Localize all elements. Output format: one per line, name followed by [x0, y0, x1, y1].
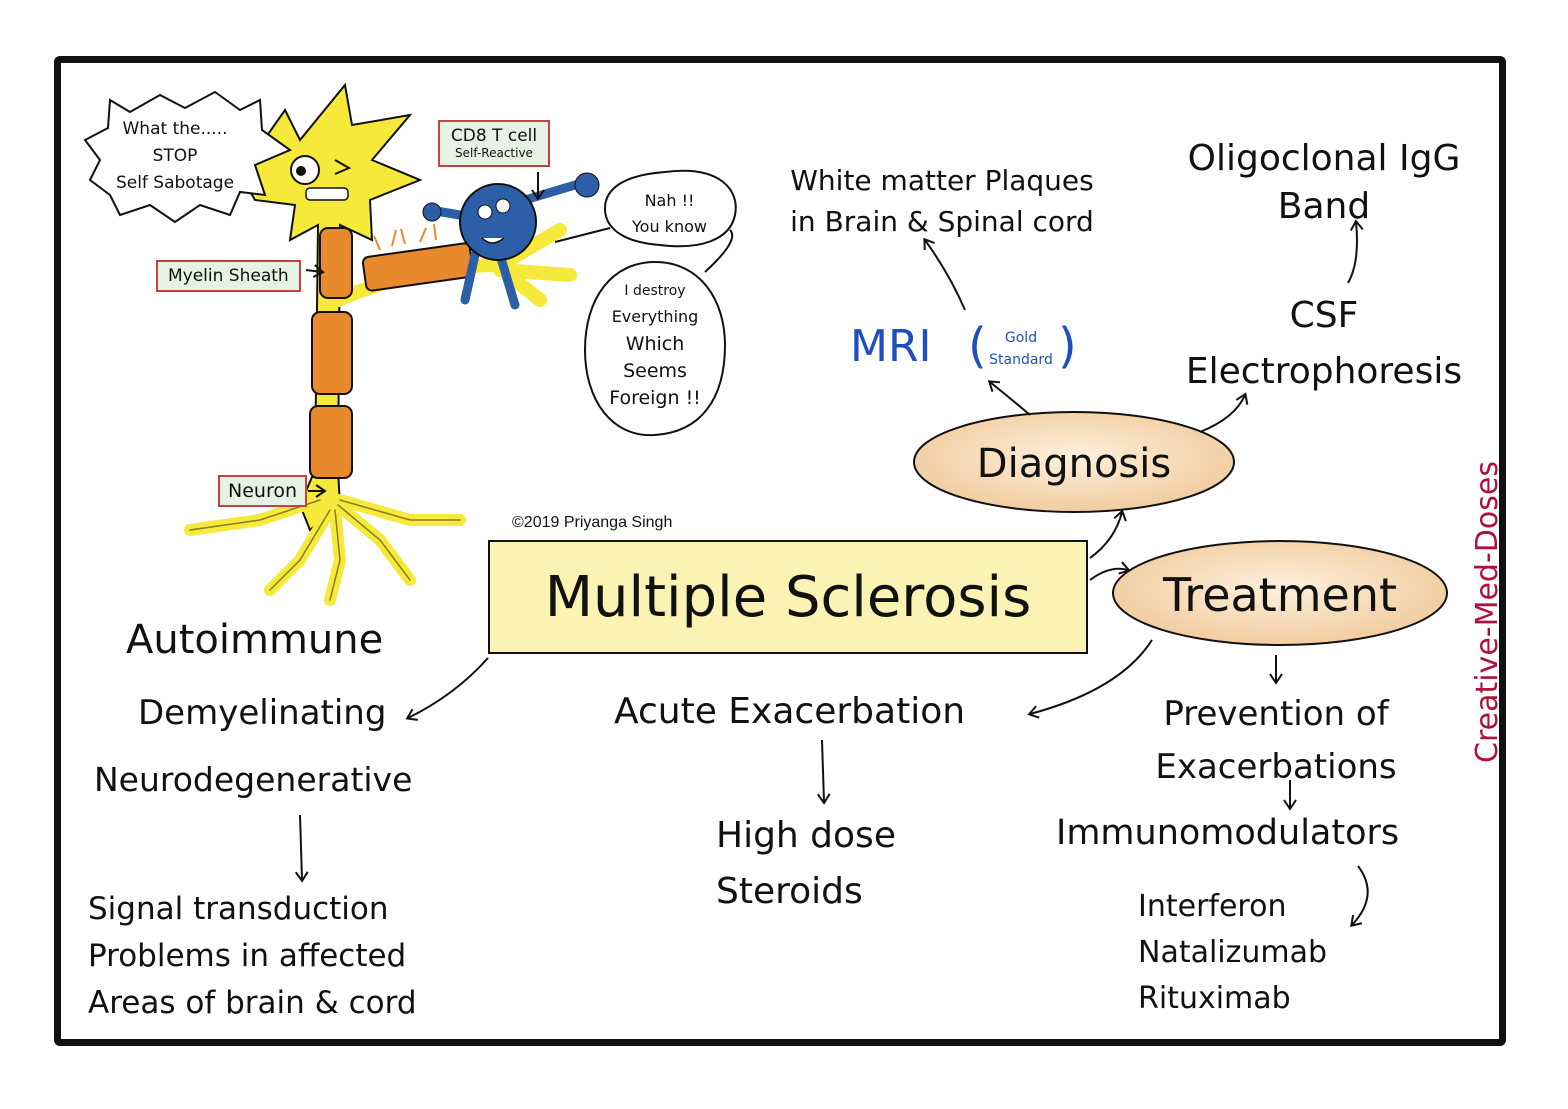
- mri-note-line-1: Gold: [1004, 330, 1038, 346]
- demyelinating-text: Demyelinating: [138, 693, 387, 733]
- csf-text: CSF Electrophoresis: [1176, 288, 1472, 400]
- mri-finding-line-2: in Brain & Spinal cord: [790, 205, 1094, 238]
- tcell-bubble-1-line-1: Nah !!: [644, 191, 695, 210]
- oligoclonal-line-2: Band: [1277, 186, 1371, 227]
- watermark-text: Creative-Med-Doses: [1470, 461, 1505, 763]
- acute-exacerbation-text: Acute Exacerbation: [614, 691, 966, 732]
- oligoclonal-text: Oligoclonal IgG Band: [1170, 135, 1478, 231]
- neuron-label: Neuron: [218, 475, 308, 507]
- tcell-speech-bubble-1: [554, 169, 737, 248]
- treatment-ellipse: [1112, 540, 1448, 646]
- mri-text: MRI: [850, 321, 932, 372]
- mri-finding-text: White matter Plaques in Brain & Spinal c…: [782, 160, 1102, 242]
- tcell-bubble-1-line-2: You know: [632, 217, 707, 236]
- tcell-label-line-2: Self-Reactive: [455, 146, 533, 161]
- tcell-label-line-1: CD8 T cell: [450, 126, 538, 146]
- page-frame: [54, 56, 1506, 1046]
- signal-line-3: Areas of brain & cord: [88, 985, 417, 1021]
- drugs-list: Interferon Natalizumab Rituximab: [1138, 884, 1327, 1022]
- immunomodulators-text: Immunomodulators: [1056, 813, 1400, 853]
- neuron-bubble-line-1: What the.....: [122, 119, 228, 139]
- treatment-label: Treatment: [1162, 568, 1398, 622]
- neuron-bubble-text: What the..... STOP Self Sabotage: [98, 116, 252, 197]
- diagnosis-ellipse: [913, 411, 1235, 513]
- mri-paren-open: (: [968, 318, 987, 374]
- prevention-line-2: Exacerbations: [1155, 747, 1397, 787]
- neuron-drawing: [184, 82, 577, 606]
- tcell-speech-bubble-2: [583, 229, 734, 437]
- tcell-bubble-2-line-3: Which: [625, 333, 685, 355]
- prevention-text: Prevention of Exacerbations: [1136, 688, 1416, 794]
- high-dose-steroids-text: High dose Steroids: [716, 808, 896, 920]
- csf-line-1: CSF: [1289, 295, 1359, 336]
- prevention-line-1: Prevention of: [1163, 694, 1389, 734]
- neuron-speech-bubble: [83, 90, 293, 224]
- tcell-bubble-2-line-2: Everything: [611, 307, 699, 326]
- main-title: Multiple Sclerosis: [488, 540, 1088, 654]
- tcell-bubble-2-line-1: I destroy: [624, 283, 686, 299]
- tcell-drawing: [422, 172, 600, 310]
- high-dose-line-1: High dose: [716, 815, 896, 856]
- mri-gold-standard: Gold Standard: [984, 327, 1058, 371]
- neuron-bubble-line-3: Self Sabotage: [115, 173, 235, 193]
- drug-rituximab: Rituximab: [1138, 981, 1291, 1016]
- tcell-bubble-2-line-4: Seems: [623, 360, 687, 382]
- tcell-bubble-2-line-5: Foreign !!: [609, 387, 701, 409]
- drug-natalizumab: Natalizumab: [1138, 935, 1328, 970]
- neurodegenerative-text: Neurodegenerative: [94, 760, 413, 799]
- tcell-bubble-1-text: Nah !! You know: [612, 188, 727, 240]
- mri-label: MRI: [850, 325, 932, 369]
- mri-paren-close: ): [1058, 318, 1077, 374]
- neuron-bubble-line-2: STOP: [152, 146, 198, 166]
- autoimmune-heading: Autoimmune: [126, 617, 384, 663]
- csf-line-2: Electrophoresis: [1185, 351, 1463, 392]
- signal-line-2: Problems in affected: [88, 938, 407, 974]
- diagnosis-label: Diagnosis: [976, 441, 1172, 487]
- copyright-text: ©2019 Priyanga Singh: [512, 514, 673, 531]
- signal-line-1: Signal transduction: [88, 891, 389, 927]
- mri-finding-line-1: White matter Plaques: [790, 164, 1094, 197]
- oligoclonal-line-1: Oligoclonal IgG: [1187, 138, 1461, 179]
- tcell-label: CD8 T cell Self-Reactive: [438, 120, 550, 167]
- drug-interferon: Interferon: [1138, 889, 1287, 924]
- high-dose-line-2: Steroids: [716, 871, 863, 912]
- tcell-bubble-2-text: I destroy Everything Which Seems Foreign…: [592, 278, 718, 412]
- flow-arrows: [294, 219, 1369, 928]
- myelin-sheath-label: Myelin Sheath: [156, 260, 301, 292]
- signal-transduction-text: Signal transduction Problems in affected…: [88, 886, 417, 1027]
- mri-note-line-2: Standard: [989, 352, 1053, 368]
